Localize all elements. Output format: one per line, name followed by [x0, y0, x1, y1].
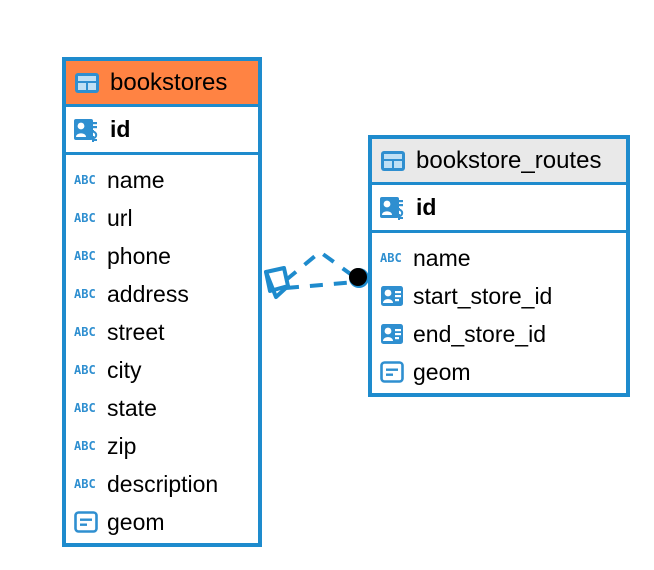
- text-type-icon: ABC: [380, 251, 404, 265]
- field-label: description: [107, 470, 219, 497]
- text-type-icon: ABC: [74, 325, 98, 339]
- svg-text:ABC: ABC: [74, 249, 96, 263]
- field-row-id[interactable]: id: [372, 185, 626, 233]
- field-row-end-store-id[interactable]: end_store_id: [380, 315, 618, 353]
- entity-bookstore-routes-header[interactable]: bookstore_routes: [372, 139, 626, 185]
- text-type-icon: ABC: [74, 477, 98, 491]
- field-row-start-store-id[interactable]: start_store_id: [380, 277, 618, 315]
- field-row-id[interactable]: id: [66, 107, 258, 155]
- entity-bookstores[interactable]: bookstores id: [62, 57, 262, 547]
- entity-bookstores-fields: ABC name ABC url ABC pho: [66, 155, 258, 549]
- svg-text:ABC: ABC: [74, 401, 96, 415]
- entity-bookstores-header[interactable]: bookstores: [66, 61, 258, 107]
- field-row-description[interactable]: ABC description: [74, 465, 250, 503]
- geometry-type-icon: [74, 511, 98, 533]
- envelope-marker: [264, 266, 290, 299]
- text-type-icon: ABC: [74, 287, 98, 301]
- field-row-phone[interactable]: ABC phone: [74, 237, 250, 275]
- text-type-icon: ABC: [74, 173, 98, 187]
- svg-text:ABC: ABC: [74, 363, 96, 377]
- svg-text:ABC: ABC: [74, 287, 96, 301]
- field-name-id: id: [416, 194, 437, 220]
- svg-text:ABC: ABC: [74, 439, 96, 453]
- field-row-street[interactable]: ABC street: [74, 313, 250, 351]
- primary-key-icon: [380, 196, 406, 220]
- entity-bookstores-title: bookstores: [110, 68, 228, 96]
- field-label: geom: [107, 508, 165, 535]
- geometry-type-icon: [380, 361, 404, 383]
- field-label: address: [107, 280, 189, 307]
- svg-text:ABC: ABC: [380, 251, 402, 265]
- filled-circle-marker: [349, 268, 369, 288]
- field-label: name: [413, 244, 471, 271]
- field-label: start_store_id: [413, 282, 553, 309]
- text-type-icon: ABC: [74, 211, 98, 225]
- field-label: street: [107, 318, 165, 345]
- field-row-zip[interactable]: ABC zip: [74, 427, 250, 465]
- foreign-key-icon: [380, 285, 404, 307]
- text-type-icon: ABC: [74, 401, 98, 415]
- text-type-icon: ABC: [74, 439, 98, 453]
- svg-text:ABC: ABC: [74, 325, 96, 339]
- entity-bookstore-routes-fields: ABC name start_store_id: [372, 233, 626, 399]
- field-row-geom[interactable]: geom: [74, 503, 250, 541]
- field-row-city[interactable]: ABC city: [74, 351, 250, 389]
- svg-text:ABC: ABC: [74, 477, 96, 491]
- field-row-name[interactable]: ABC name: [74, 161, 250, 199]
- field-label: city: [107, 356, 142, 383]
- relationship-line-upper: [284, 249, 358, 282]
- text-type-icon: ABC: [74, 363, 98, 377]
- field-row-name[interactable]: ABC name: [380, 239, 618, 277]
- field-label: name: [107, 166, 165, 193]
- svg-text:ABC: ABC: [74, 211, 96, 225]
- field-row-url[interactable]: ABC url: [74, 199, 250, 237]
- text-type-icon: ABC: [74, 249, 98, 263]
- field-label: phone: [107, 242, 171, 269]
- field-label: state: [107, 394, 157, 421]
- table-icon: [380, 150, 406, 172]
- field-row-address[interactable]: ABC address: [74, 275, 250, 313]
- foreign-key-icon: [380, 323, 404, 345]
- field-label: geom: [413, 358, 471, 385]
- field-label: zip: [107, 432, 137, 459]
- entity-bookstore-routes[interactable]: bookstore_routes id: [368, 135, 630, 397]
- svg-text:ABC: ABC: [74, 173, 96, 187]
- entity-bookstore-routes-title: bookstore_routes: [416, 146, 602, 174]
- table-icon: [74, 72, 100, 94]
- field-row-state[interactable]: ABC state: [74, 389, 250, 427]
- field-row-geom[interactable]: geom: [380, 353, 618, 391]
- field-label: url: [107, 204, 133, 231]
- relationship-line-lower: [285, 280, 357, 290]
- field-name-id: id: [110, 116, 131, 142]
- primary-key-icon: [74, 118, 100, 142]
- field-label: end_store_id: [413, 320, 546, 347]
